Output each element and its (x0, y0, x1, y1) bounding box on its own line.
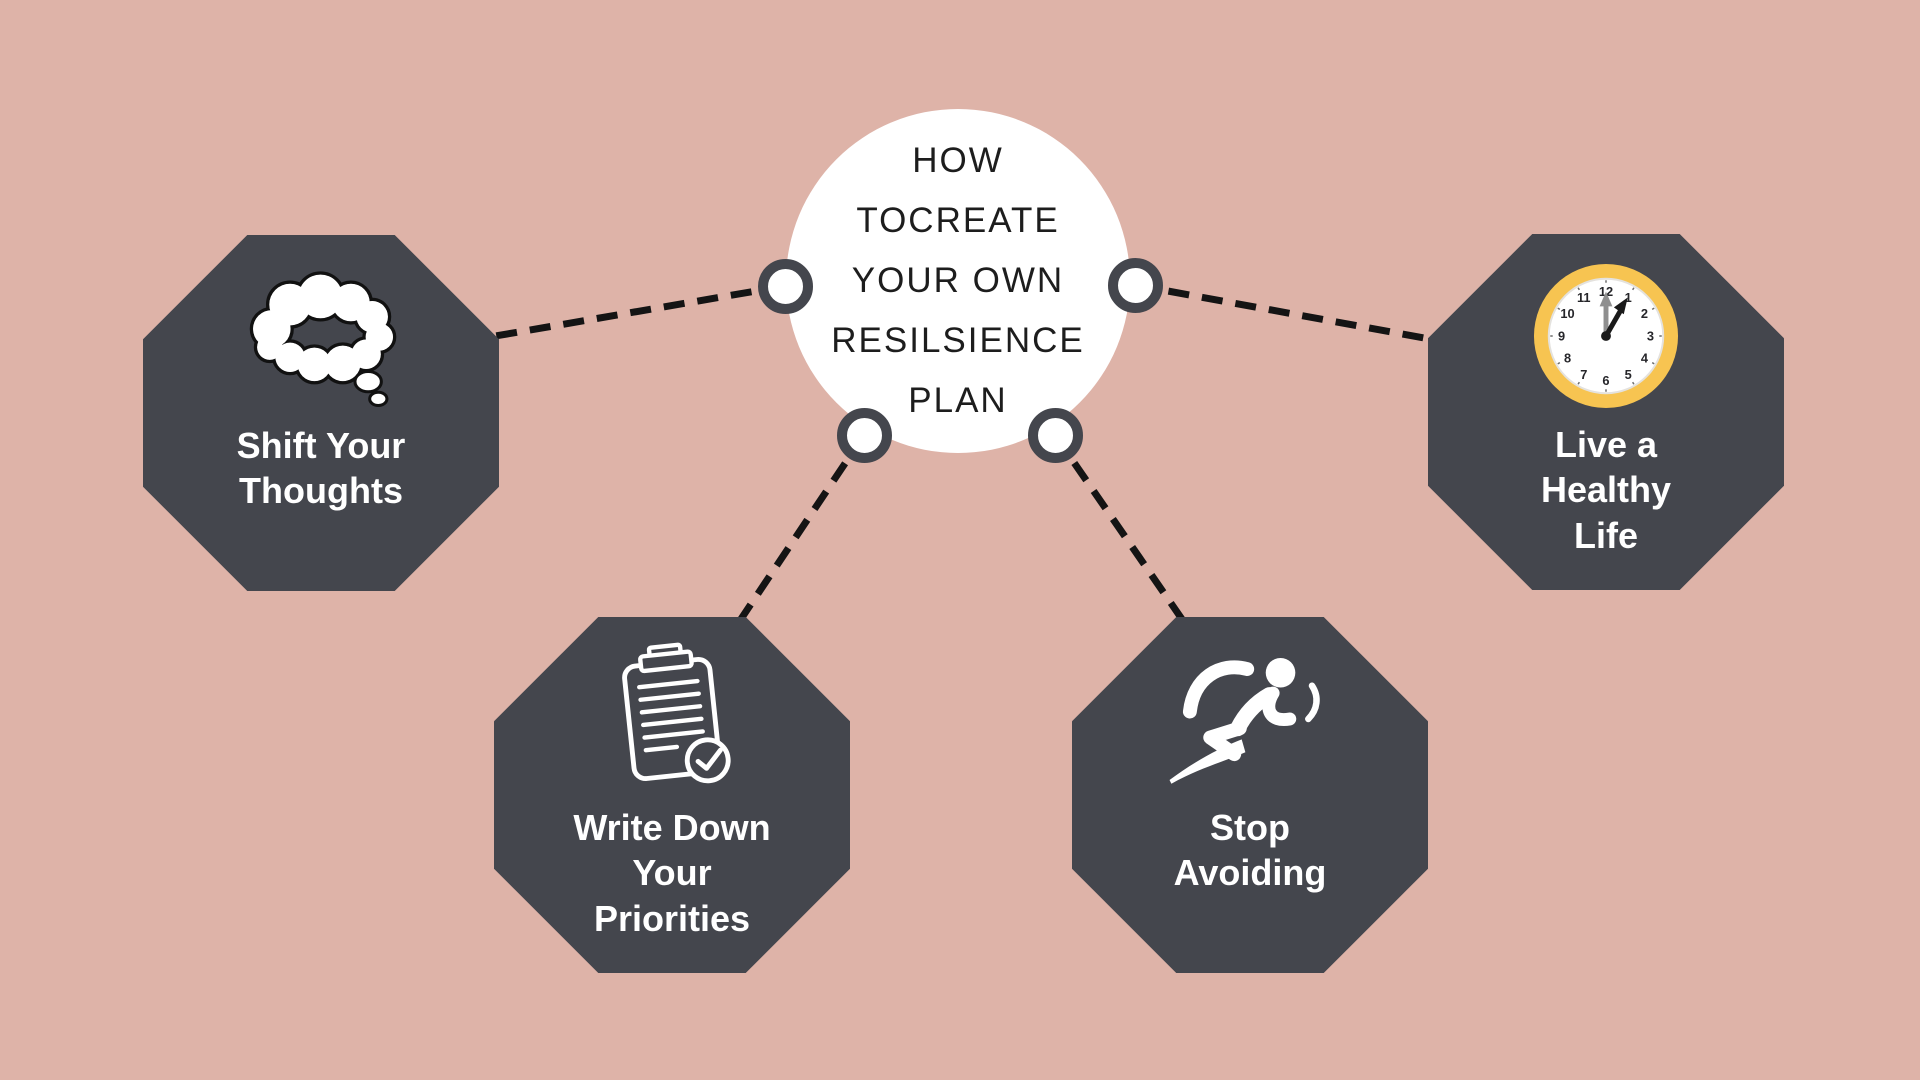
connector-ring-bottom-left (837, 408, 892, 463)
svg-text:2: 2 (1641, 306, 1648, 321)
node-label-live: Live a Healthy Life (1541, 422, 1671, 558)
node-write-down-priorities: Write Down Your Priorities (494, 617, 850, 973)
svg-text:11: 11 (1577, 290, 1591, 305)
node-label-shift: Shift Your Thoughts (237, 423, 406, 514)
node-label-line: Live a (1554, 424, 1658, 465)
central-title-line: TOCREATE (856, 201, 1060, 240)
svg-text:10: 10 (1560, 306, 1574, 321)
node-label-write: Write Down Your Priorities (573, 805, 770, 941)
node-label-line: Your (632, 852, 712, 894)
connector-line-live (1134, 281, 1447, 346)
svg-text:3: 3 (1647, 328, 1654, 343)
central-circle: HOW TOCREATE YOUR OWN RESILSIENCE PLAN (786, 109, 1130, 453)
node-label-stop: Stop Avoiding (1174, 805, 1327, 896)
connector-ring-right (1108, 258, 1163, 313)
node-stop-avoiding: Stop Avoiding (1072, 617, 1428, 973)
node-shift-your-thoughts: Shift Your Thoughts (143, 235, 499, 591)
node-label-line: Healthy (1540, 469, 1672, 511)
node-label-line: Write Down (573, 807, 771, 848)
svg-text:12: 12 (1599, 284, 1613, 299)
svg-text:1: 1 (1625, 290, 1632, 305)
connector-ring-bottom-right (1028, 408, 1083, 463)
node-label-line: Avoiding (1173, 852, 1327, 894)
connector-line-write (734, 433, 867, 627)
svg-text:5: 5 (1625, 367, 1632, 382)
node-label-line: Priorities (593, 897, 751, 939)
connector-ring-left (758, 259, 813, 314)
clipboard-check-icon (611, 642, 733, 795)
central-title-line: PLAN (908, 381, 1008, 420)
node-label-line: Stop (1210, 807, 1290, 848)
central-title-line: RESILSIENCE (831, 321, 1085, 360)
central-title: HOW TOCREATE YOUR OWN RESILSIENCE PLAN (831, 131, 1084, 431)
svg-text:7: 7 (1580, 367, 1587, 382)
connector-line-shift (477, 282, 786, 343)
node-label-line: Shift Your (236, 425, 406, 466)
connector-line-stop (1052, 433, 1189, 627)
central-title-line: HOW (912, 141, 1004, 180)
svg-text:4: 4 (1641, 351, 1649, 366)
node-label-line: Thoughts (239, 470, 403, 512)
svg-text:8: 8 (1564, 351, 1571, 366)
svg-text:6: 6 (1602, 373, 1609, 388)
svg-text:9: 9 (1558, 328, 1565, 343)
runner-icon (1161, 643, 1339, 795)
thought-bubble-icon (237, 261, 405, 413)
node-label-line: Life (1573, 514, 1638, 556)
central-title-line: YOUR OWN (851, 261, 1065, 300)
